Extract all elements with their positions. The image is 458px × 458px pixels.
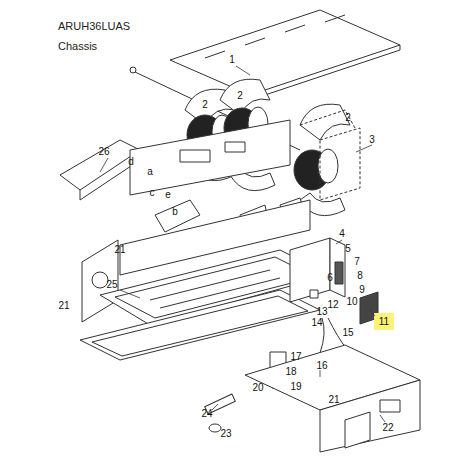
callout-number: 18 (284, 367, 297, 377)
callout-number: 11 (378, 317, 390, 327)
callout-number: 15 (341, 328, 354, 338)
callout-number: 13 (315, 307, 328, 317)
callout-number: 23 (219, 429, 232, 439)
callout-number: 7 (353, 257, 361, 267)
callout-number: 2 (201, 100, 209, 110)
callout-number: 16 (315, 361, 328, 371)
callout-number: 17 (289, 352, 302, 362)
callout-letter: c (149, 188, 156, 198)
callout-letter: e (164, 190, 172, 200)
callout-number: 21 (113, 245, 126, 255)
callout-number: 24 (200, 409, 213, 419)
callout-number: 19 (289, 382, 302, 392)
callout-number: 10 (345, 297, 358, 307)
callout-number: 21 (57, 301, 70, 311)
callout-number: 2 (236, 91, 244, 101)
callout-number: 5 (344, 244, 352, 254)
callout-number: 4 (338, 229, 346, 239)
callout-number: 1 (228, 55, 236, 65)
callout-number: 12 (326, 300, 339, 310)
callout-number: 14 (310, 318, 323, 328)
diagram-title: ARUH36LUAS Chassis (58, 16, 136, 56)
callout-number: 20 (251, 383, 264, 393)
callout-number: 6 (326, 273, 334, 283)
callout-number: 21 (327, 395, 340, 405)
callout-letter: a (146, 167, 154, 177)
callout-number: 22 (381, 423, 394, 433)
callout-letter: b (171, 207, 179, 217)
callout-number: 26 (97, 147, 110, 157)
callout-number: 8 (356, 271, 364, 281)
callout-number: 2 (344, 113, 352, 123)
callout-number: 3 (368, 135, 376, 145)
callout-letter: d (127, 157, 135, 167)
callout-number: 9 (358, 285, 366, 295)
callout-number: 25 (105, 280, 118, 290)
